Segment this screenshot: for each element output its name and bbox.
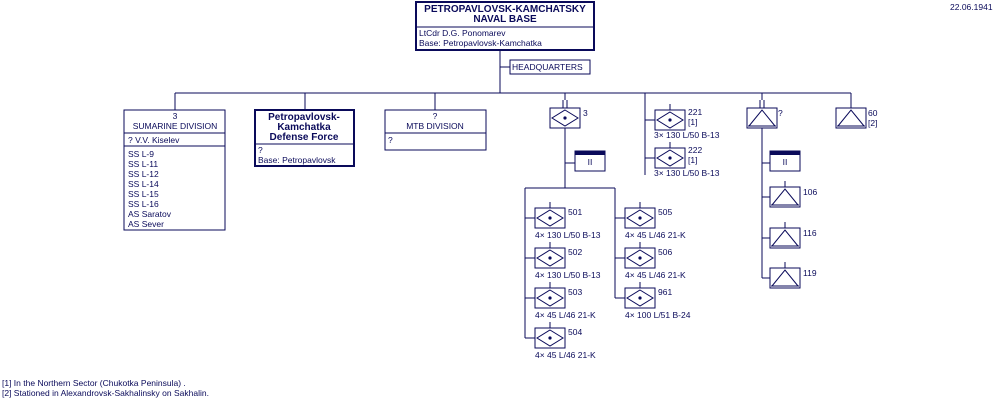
aa-separate-battery: 60 [2] [835, 100, 878, 129]
battery-armament: 3× 130 L/50 B-13 [654, 130, 720, 140]
battery-note: [1] [688, 117, 697, 127]
battery-number: 504 [568, 327, 582, 337]
battery-number: 503 [568, 287, 582, 297]
vessel-item: AS Sever [128, 219, 164, 229]
aa-group-number: ? [778, 108, 783, 118]
aa-separate-number: 60 [868, 108, 878, 118]
footnote-1: [1] In the Northern Sector (Chukotka Pen… [2, 378, 186, 388]
submarine-division-number: 3 [173, 111, 178, 121]
submarine-division-commander: ? V.V. Kiselev [128, 135, 180, 145]
naval-base-title-2: NAVAL BASE [473, 14, 537, 25]
vessel-item: AS Saratov [128, 209, 172, 219]
aa-group: ? II [746, 100, 801, 278]
vessel-item: SS L-11 [128, 159, 158, 169]
battery-number: 505 [658, 207, 672, 217]
submarine-division-box: 3 SUMARINE DIVISION ? V.V. Kiselev SS L-… [123, 109, 226, 231]
vessel-item: SS L-14 [128, 179, 159, 189]
aa-batteries: 106 116 119 [762, 181, 817, 289]
aa-battalion-mark: II [783, 157, 788, 167]
headquarters-box: HEADQUARTERS [509, 59, 591, 75]
battery-armament: 4× 100 L/51 B-24 [625, 310, 691, 320]
headquarters-label: HEADQUARTERS [512, 62, 583, 72]
battery-number: 116 [803, 228, 817, 238]
vessel-item: SS L-15 [128, 189, 159, 199]
battery-number: 501 [568, 207, 582, 217]
battery-note: [1] [688, 155, 697, 165]
battery-item: 506 4× 45 L/46 21-K [615, 242, 686, 280]
defense-force-location: Base: Petropavlovsk [258, 155, 336, 165]
battery-number: 502 [568, 247, 582, 257]
artillery-battalion-mark: II [588, 157, 593, 167]
defense-force-box: Petropavlovsk- Kamchatka Defense Force ?… [254, 109, 355, 167]
footnote-2: [2] Stationed in Alexandrovsk-Sakhalinsk… [2, 388, 209, 398]
defense-force-title-2: Kamchatka [277, 122, 331, 133]
battery-item: 503 4× 45 L/46 21-K [525, 282, 596, 320]
mtb-division-box: ? MTB DIVISION ? [384, 109, 487, 151]
battery-number: 222 [688, 145, 702, 155]
battery-armament: 3× 130 L/50 B-13 [654, 168, 720, 178]
battery-item: 504 4× 45 L/46 21-K [525, 322, 596, 360]
naval-base-commander: LtCdr D.G. Ponomarev [419, 28, 506, 38]
date-label: 22.06.1941 [950, 2, 993, 12]
aa-battery-item: 119 [762, 262, 817, 289]
naval-base-box: PETROPAVLOVSK-KAMCHATSKY NAVAL BASE LtCd… [415, 1, 595, 51]
battery-armament: 4× 45 L/46 21-K [535, 310, 596, 320]
artillery-group: 3 II [524, 100, 616, 338]
artillery-group-number: 3 [583, 108, 588, 118]
battery-number: 119 [803, 268, 817, 278]
battery-armament: 4× 45 L/46 21-K [625, 230, 686, 240]
mtb-division-number: ? [433, 111, 438, 121]
battery-armament: 4× 45 L/46 21-K [625, 270, 686, 280]
defense-force-commander: ? [258, 145, 263, 155]
battery-item: 501 4× 130 L/50 B-13 [525, 202, 601, 240]
naval-base-title-1: PETROPAVLOVSK-KAMCHATSKY [424, 4, 586, 15]
vessel-item: SS L-12 [128, 169, 159, 179]
battery-item: 502 4× 130 L/50 B-13 [525, 242, 601, 280]
battery-item: 222[1] 3× 130 L/50 B-13 [645, 142, 720, 178]
battery-number: 961 [658, 287, 672, 297]
battery-item: 505 4× 45 L/46 21-K [615, 202, 686, 240]
vessel-item: SS L-9 [128, 149, 154, 159]
defense-force-title-3: Defense Force [270, 132, 339, 143]
battery-armament: 4× 45 L/46 21-K [535, 350, 596, 360]
aa-separate-note: [2] [868, 118, 877, 128]
aa-battery-item: 106 [762, 181, 817, 208]
battery-armament: 4× 130 L/50 B-13 [535, 230, 601, 240]
battery-item: 961 4× 100 L/51 B-24 [615, 282, 691, 320]
battery-item: 221[1] 3× 130 L/50 B-13 [645, 104, 720, 140]
battery-armament: 4× 130 L/50 B-13 [535, 270, 601, 280]
battery-number: 106 [803, 187, 817, 197]
defense-force-title-1: Petropavlovsk- [268, 112, 340, 123]
naval-base-location: Base: Petropavlovsk-Kamchatka [419, 38, 542, 48]
mtb-division-title: MTB DIVISION [406, 121, 464, 131]
submarine-division-title: SUMARINE DIVISION [133, 121, 218, 131]
battery-number: 506 [658, 247, 672, 257]
mtb-division-commander: ? [388, 135, 393, 145]
aa-battery-item: 116 [762, 222, 817, 249]
battery-number: 221 [688, 107, 702, 117]
vessel-item: SS L-16 [128, 199, 159, 209]
